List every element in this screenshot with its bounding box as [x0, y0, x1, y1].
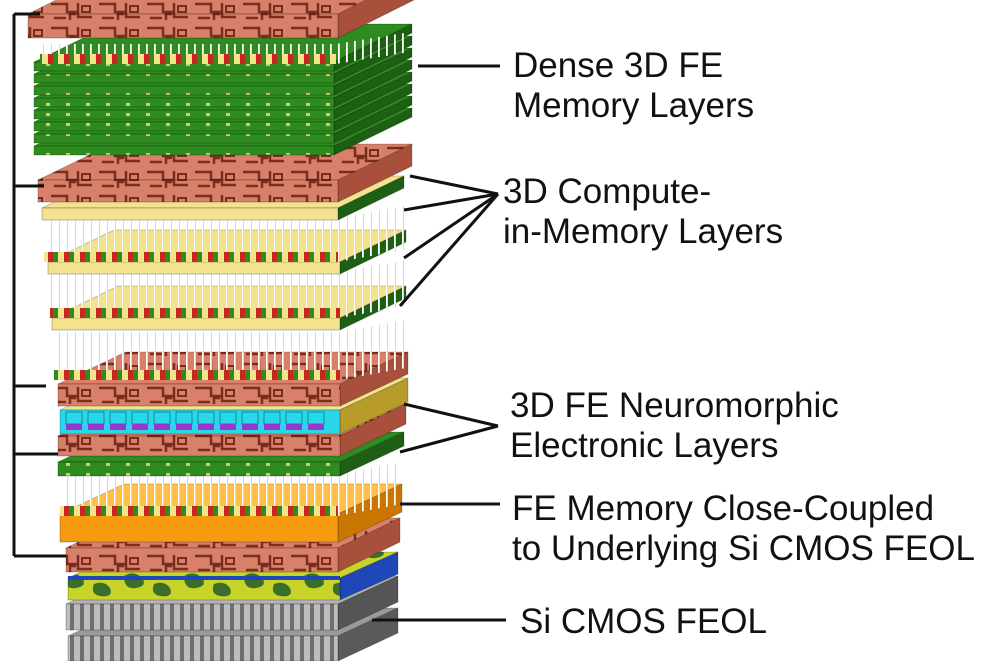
dense-memory-sheet-front — [33, 121, 335, 132]
left-bracket — [12, 12, 66, 558]
camo-layer-front — [67, 577, 341, 601]
leader-neuro-a — [403, 402, 499, 428]
label-compute-in-memory-line2: in-Memory Layers — [503, 212, 784, 251]
neuro-cell — [219, 411, 237, 425]
label-close-coupled: FE Memory Close-Coupled to Underlying Si… — [512, 489, 975, 569]
neuro-cell — [263, 411, 281, 425]
neuro-cell — [241, 411, 259, 425]
neuro-cell — [109, 411, 127, 425]
neuro-cell-base — [132, 424, 148, 430]
neuro-cell — [307, 411, 325, 425]
orange-layer-front — [59, 513, 339, 543]
dense-memory-sheet-front — [33, 73, 335, 84]
leader-cim-c — [403, 192, 499, 260]
neuro-cell — [197, 411, 215, 425]
pillars-cim-1-stripe — [44, 252, 338, 262]
leader-cim-b — [403, 192, 499, 212]
neuro-cell-base — [88, 424, 104, 430]
label-compute-in-memory-line1: 3D Compute- — [503, 172, 712, 211]
cim-layer-2-front — [47, 261, 341, 275]
label-feol: Si CMOS FEOL — [520, 602, 767, 642]
neuro-cell — [87, 411, 105, 425]
circuit-layer-neuro-lower-front — [57, 435, 341, 457]
pillars-cim-3-body — [54, 320, 406, 380]
label-dense-memory-line1: Dense 3D FE — [513, 46, 724, 85]
neuro-cell-base — [264, 424, 280, 430]
neuro-cell — [285, 411, 303, 425]
circuit-layer-top-front — [27, 13, 339, 39]
cim-layer-1-front — [41, 207, 339, 221]
label-feol-line1: Si CMOS FEOL — [520, 602, 767, 641]
leader-cim-a — [409, 174, 499, 196]
leader-lines — [372, 64, 506, 622]
dense-memory-sheet-front — [33, 85, 335, 96]
neuro-cell — [131, 411, 149, 425]
label-close-coupled-line1: FE Memory Close-Coupled — [512, 489, 935, 528]
green-layer-lower-front — [57, 461, 341, 477]
neuro-cell — [175, 411, 193, 425]
neuro-cell-base — [220, 424, 236, 430]
pillars-cim-3-stripe — [54, 370, 340, 380]
dense-memory-sheet-front — [33, 109, 335, 120]
pillars-cim-2-stripe — [50, 308, 340, 318]
neuro-cell-base — [176, 424, 192, 430]
circuit-layer-neuro-upper-front — [57, 383, 341, 407]
label-neuromorphic-line1: 3D FE Neuromorphic — [510, 386, 839, 425]
neuro-cell-base — [66, 424, 82, 430]
label-dense-memory-line2: Memory Layers — [513, 86, 755, 125]
neuro-cell-base — [110, 424, 126, 430]
cim-layer-3-front — [51, 317, 341, 331]
circuit-layer-bottom-front — [65, 547, 339, 573]
neuro-cell-base — [286, 424, 302, 430]
feol-base-1-front — [65, 603, 339, 631]
neuro-cell-base — [198, 424, 214, 430]
dense-memory-sheet-front — [33, 133, 335, 144]
pillars-close-coupled-stripe — [60, 506, 338, 516]
circuit-layer-top — [27, 0, 416, 39]
leader-neuro-b — [399, 424, 499, 454]
neuro-cell-base — [242, 424, 258, 430]
label-compute-in-memory: 3D Compute- in-Memory Layers — [503, 172, 783, 252]
neuro-cell-base — [154, 424, 170, 430]
pillars-cim-2 — [50, 260, 406, 318]
neuro-cell — [153, 411, 171, 425]
layer-stack — [27, 0, 416, 661]
pillars-cim-2-body — [50, 260, 406, 318]
dense-memory-sheet-front — [33, 145, 335, 156]
neuro-cell-base — [308, 424, 324, 430]
leader-cim-d — [398, 193, 500, 307]
pillars-top — [40, 32, 410, 64]
feol-base-2-front — [67, 635, 339, 661]
label-neuromorphic: 3D FE Neuromorphic Electronic Layers — [510, 386, 839, 466]
circuit-layer-middle-front — [37, 179, 339, 203]
pillars-cim-3 — [54, 320, 406, 380]
label-neuromorphic-line2: Electronic Layers — [510, 426, 779, 465]
label-close-coupled-line2: to Underlying Si CMOS FEOL — [512, 529, 975, 568]
pillars-top-stripe — [40, 54, 336, 64]
label-dense-memory: Dense 3D FE Memory Layers — [513, 46, 754, 126]
neuro-cell — [65, 411, 83, 425]
dense-memory-sheet-front — [33, 97, 335, 108]
